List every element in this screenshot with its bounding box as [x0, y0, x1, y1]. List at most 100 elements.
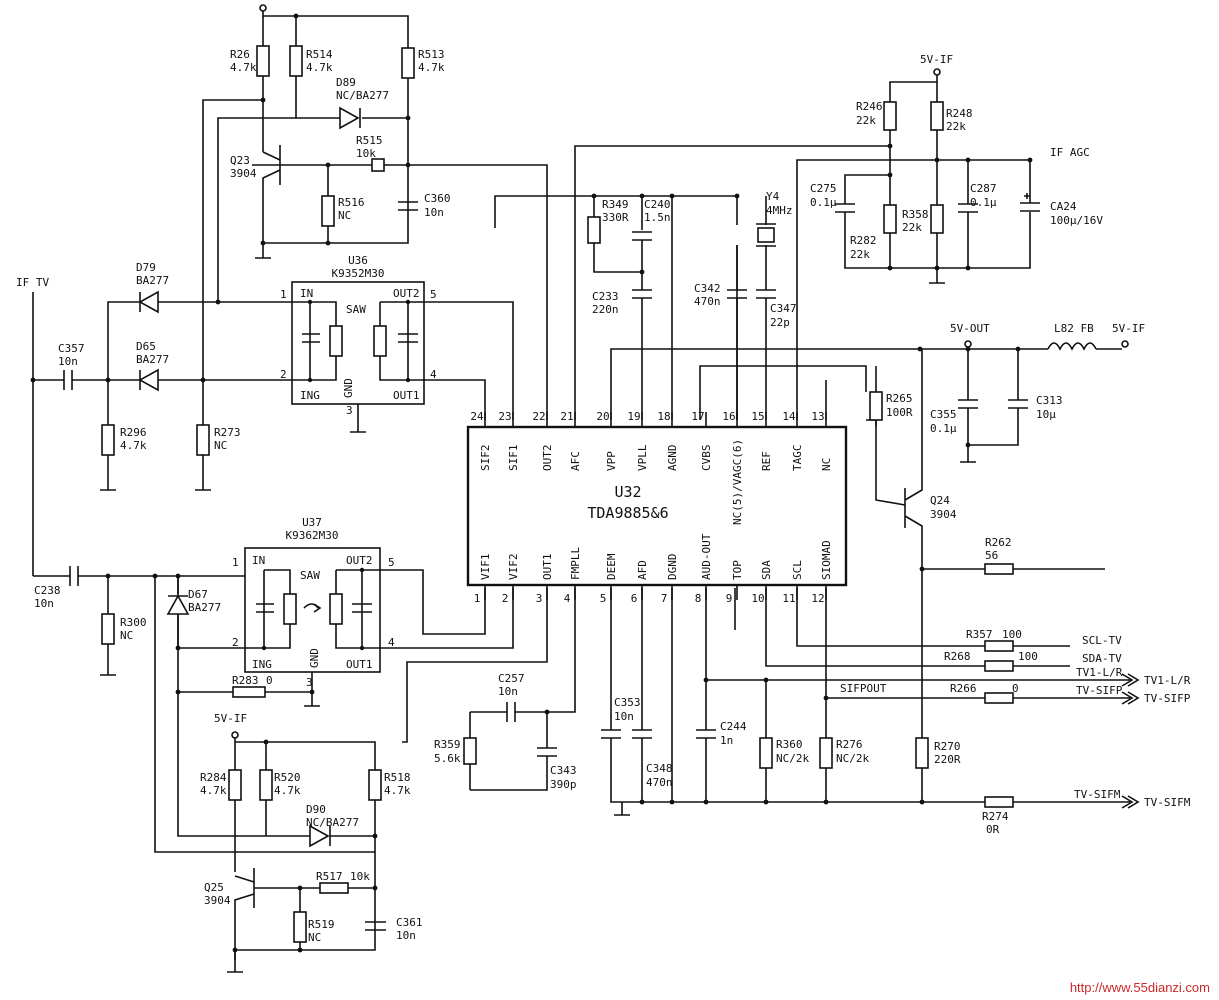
svg-text:R273: R273 [214, 426, 241, 439]
svg-text:NC/BA277: NC/BA277 [336, 89, 389, 102]
pin-8-number: 8 [695, 592, 702, 605]
supply-terminal [259, 4, 267, 12]
svg-text:D89: D89 [336, 76, 356, 89]
diode-d67 [166, 594, 190, 615]
resistor-r284 [228, 769, 242, 801]
svg-text:C355: C355 [930, 408, 957, 421]
svg-text:R296: R296 [120, 426, 147, 439]
output-tv-sifm: TV-SIFM [1144, 796, 1191, 809]
diode-d90 [309, 824, 330, 848]
resistor-r274 [984, 796, 1014, 808]
pin-1-label: VIF1 [479, 554, 492, 581]
svg-text:10n: 10n [58, 355, 78, 368]
ic-top-pins: 24SIF223SIF122OUT221AFC20VPP19VPLL18AGND… [470, 410, 833, 525]
svg-text:0.1μ: 0.1μ [810, 196, 837, 209]
svg-text:4.7k: 4.7k [120, 439, 147, 452]
saw-u36-body [291, 281, 425, 405]
net-scl-tv: SCL-TV [1082, 634, 1122, 647]
saw-filter-u36: U36 K9352M30 IN ING OUT2 OUT1 SAW GND 1 … [280, 254, 514, 433]
svg-text:ING: ING [300, 389, 320, 402]
svg-text:0: 0 [1012, 682, 1019, 695]
svg-text:L82 FB: L82 FB [1054, 322, 1094, 335]
svg-text:C238: C238 [34, 584, 61, 597]
ic-u32-body [466, 425, 848, 587]
terminal-5v-if-right [1121, 340, 1129, 348]
svg-text:4MHz: 4MHz [766, 204, 793, 217]
svg-text:U37: U37 [302, 516, 322, 529]
pin-17-number: 17 [691, 410, 704, 423]
pin-11-label: SCL [791, 560, 804, 580]
resistor-r514 [289, 45, 303, 77]
resistor-r26 [256, 45, 270, 77]
svg-text:R357: R357 [966, 628, 993, 641]
svg-text:C233: C233 [592, 290, 619, 303]
pin-6-label: AFD [636, 560, 649, 580]
svg-text:4.7k: 4.7k [418, 61, 445, 74]
svg-text:10n: 10n [614, 710, 634, 723]
svg-text:56: 56 [985, 549, 998, 562]
ic-u32: U32 TDA9885&6 24SIF223SIF122OUT221AFC20V… [466, 410, 848, 605]
svg-text:GND: GND [308, 648, 321, 668]
pin-15-number: 15 [751, 410, 764, 423]
svg-text:4: 4 [430, 368, 437, 381]
svg-text:R266: R266 [950, 682, 977, 695]
supply-terminal-5v-if-top [933, 68, 941, 76]
diode-d65 [138, 368, 159, 392]
pin-8-label: AUD-OUT [700, 533, 713, 580]
svg-text:C313: C313 [1036, 394, 1063, 407]
pin-16-number: 16 [722, 410, 735, 423]
svg-text:R265: R265 [886, 392, 913, 405]
pin-1-number: 1 [474, 592, 481, 605]
svg-text:3904: 3904 [230, 167, 257, 180]
svg-text:100μ/16V: 100μ/16V [1050, 214, 1103, 227]
diode-d79 [138, 290, 159, 314]
svg-text:C347: C347 [770, 302, 797, 315]
q25-switch-block: 5V-IF R284 4.7k R520 4.7k R518 4.7k D90 … [177, 692, 423, 973]
svg-text:CA24: CA24 [1050, 200, 1077, 213]
svg-text:R300: R300 [120, 616, 147, 629]
resistor-r358 [930, 204, 944, 234]
pin-14-number: 14 [782, 410, 796, 423]
resistor-r519 [293, 911, 307, 943]
pin-13-label: NC [820, 458, 833, 471]
pin-22-number: 22 [532, 410, 545, 423]
svg-text:Y4: Y4 [766, 190, 780, 203]
svg-text:ING: ING [252, 658, 272, 671]
svg-text:R519: R519 [308, 918, 335, 931]
resistor-r513 [401, 47, 415, 79]
terminal-5v-out [964, 340, 972, 348]
svg-text:C342: C342 [694, 282, 721, 295]
svg-text:10k: 10k [350, 870, 370, 883]
svg-text:100R: 100R [886, 406, 913, 419]
svg-text:Q25: Q25 [204, 881, 224, 894]
vpp-supply-q24-block: 5V-OUT L82 FB 5V-IF C355 0.1μ C313 10μ R… [869, 322, 1145, 802]
svg-text:R268: R268 [944, 650, 971, 663]
pin-5-label: DEEM [605, 553, 618, 580]
resistor-r516 [321, 195, 335, 227]
svg-text:2: 2 [232, 636, 239, 649]
svg-text:0.1μ: 0.1μ [930, 422, 957, 435]
pin-7-label: DGND [666, 554, 679, 581]
svg-text:R514: R514 [306, 48, 333, 61]
saw-filter-u37: U37 K9362M30 IN ING OUT2 OUT1 SAW GND 1 … [154, 516, 514, 853]
svg-text:D67: D67 [188, 588, 208, 601]
svg-text:3904: 3904 [930, 508, 957, 521]
pin-19-number: 19 [627, 410, 640, 423]
svg-text:R283: R283 [232, 674, 259, 687]
svg-text:22k: 22k [856, 114, 876, 127]
svg-text:4: 4 [388, 636, 395, 649]
svg-text:OUT2: OUT2 [346, 554, 373, 567]
svg-text:10k: 10k [356, 147, 376, 160]
svg-text:1: 1 [232, 556, 239, 569]
watermark: http://www.55dianzi.com [1070, 980, 1210, 995]
svg-text:NC/BA277: NC/BA277 [306, 816, 359, 829]
svg-text:470n: 470n [646, 776, 673, 789]
svg-text:BA277: BA277 [136, 274, 169, 287]
svg-text:5V-IF: 5V-IF [214, 712, 247, 725]
svg-text:SAW: SAW [300, 569, 320, 582]
pin-5-number: 5 [600, 592, 607, 605]
pin-21-number: 21 [560, 410, 573, 423]
pin-11-number: 11 [782, 592, 795, 605]
svg-text:22k: 22k [946, 120, 966, 133]
svg-text:SIFPOUT: SIFPOUT [840, 682, 887, 695]
